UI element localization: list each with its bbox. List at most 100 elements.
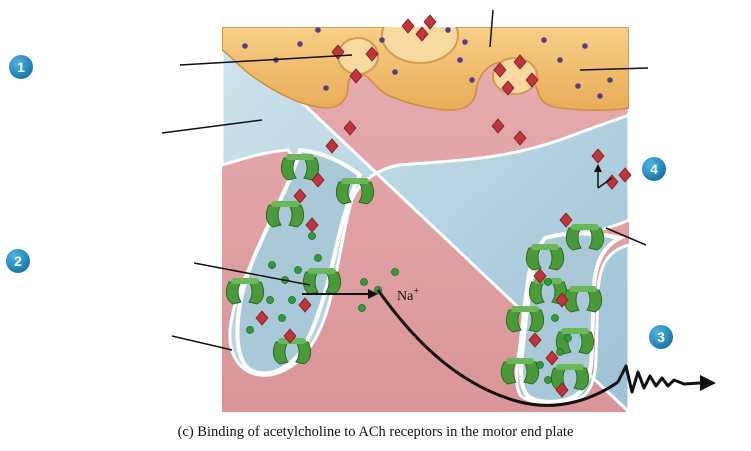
vesicle-dot (469, 77, 475, 83)
leader-line-4 (171, 335, 233, 351)
sodium-ion (294, 266, 302, 274)
ach-molecule (305, 217, 319, 233)
leader-line-1 (179, 54, 353, 66)
vesicle-dot (323, 85, 329, 91)
vesicle-dot (582, 43, 588, 49)
svg-text:4: 4 (650, 161, 658, 177)
step-badge-2: 2 (6, 249, 30, 273)
leader-line-5 (489, 9, 494, 48)
ach-molecule (298, 297, 312, 313)
ach-molecule (401, 18, 415, 34)
ach-molecule (533, 268, 547, 284)
sodium-ion (288, 296, 296, 304)
ach-molecule (493, 62, 507, 78)
ach-receptor (500, 358, 540, 385)
vesicle-dot (607, 77, 613, 83)
sodium-ions (246, 232, 572, 384)
sodium-influx-arrowhead (368, 289, 378, 299)
leader-line-2 (161, 119, 263, 134)
svg-text:2: 2 (14, 253, 22, 269)
vesicle-dot (557, 57, 563, 63)
leader-line-3 (193, 262, 311, 286)
svg-text:1: 1 (17, 59, 25, 75)
step-badge-3: 3 (649, 325, 673, 349)
ach-receptor (265, 201, 305, 228)
ach-molecule (525, 72, 539, 88)
ach-molecule (415, 26, 429, 42)
ach-molecule (343, 120, 357, 136)
sodium-ion (266, 296, 274, 304)
ach-molecule (501, 80, 515, 96)
ach-receptor (225, 278, 265, 305)
ach-molecule (423, 14, 437, 30)
vesicle-dot (392, 69, 398, 75)
sodium-ion (544, 278, 552, 286)
leader-line-7 (605, 227, 647, 246)
sodium-ion (358, 304, 366, 312)
vesicle-dot (445, 27, 451, 33)
sodium-ion (308, 232, 316, 240)
ach-molecule (513, 130, 527, 146)
ach-molecule (528, 332, 542, 348)
fusing-vesicle-center (381, 27, 459, 64)
ach-receptor (280, 154, 320, 181)
ach-molecule (555, 382, 569, 398)
ach-molecule (311, 172, 325, 188)
ach-receptor (335, 178, 375, 205)
figure-caption: (c) Binding of acetylcholine to ACh rece… (177, 424, 574, 440)
step-badge-1: 1 (9, 55, 33, 79)
sodium-ion (544, 376, 552, 384)
leader-line-6 (579, 67, 649, 71)
ach-receptor (563, 286, 603, 313)
ach-molecule (618, 167, 632, 183)
svg-text:3: 3 (657, 329, 665, 345)
vesicle-dot (297, 41, 303, 47)
vesicle-dot (315, 27, 321, 33)
sodium-ion (536, 361, 544, 369)
ach-molecule (365, 46, 379, 62)
ach-receptor (505, 306, 545, 333)
ach-molecule (591, 148, 605, 164)
vesicle-dot (462, 39, 468, 45)
vesicle-dot (597, 93, 603, 99)
sodium-ion (551, 314, 559, 322)
vesicle-dot (575, 83, 581, 89)
action-potential-wave (616, 364, 701, 394)
ach-molecule (545, 350, 559, 366)
ach-breakdown-arrowhead-up (594, 164, 602, 172)
vesicle-dot (379, 37, 385, 43)
ach-molecule (325, 138, 339, 154)
sodium-ion (246, 326, 254, 334)
sodium-ion (391, 268, 399, 276)
action-potential-arrowhead (700, 375, 716, 391)
ach-molecule (283, 328, 297, 344)
ach-molecule (255, 310, 269, 326)
sodium-ion (564, 334, 572, 342)
acetylcholine-molecules (255, 14, 632, 398)
step-badge-4: 4 (642, 157, 666, 181)
ach-receptor (272, 338, 312, 365)
ach-receptor (550, 364, 590, 391)
vesicle-dot (457, 57, 463, 63)
sodium-ion (556, 348, 564, 356)
ach-molecule (491, 118, 505, 134)
ach-molecule (559, 212, 573, 228)
ach-molecule (605, 174, 619, 190)
sodium-ion (314, 254, 322, 262)
fusing-vesicle-right (492, 57, 538, 95)
sodium-ion (360, 278, 368, 286)
ach-receptor (525, 244, 565, 271)
ach-breakdown-arrow-right (597, 177, 613, 189)
ach-receptors (225, 154, 605, 391)
vesicle-contents (242, 27, 613, 99)
ach-molecule (293, 188, 307, 204)
ach-molecule (555, 292, 569, 308)
ach-receptor (302, 268, 342, 295)
sodium-ion-label: Na+ (397, 286, 419, 304)
action-potential-path (376, 289, 619, 407)
vesicle-dot (242, 43, 248, 49)
ach-molecule (513, 54, 527, 70)
ach-receptor (565, 224, 605, 251)
sodium-ion (268, 261, 276, 269)
